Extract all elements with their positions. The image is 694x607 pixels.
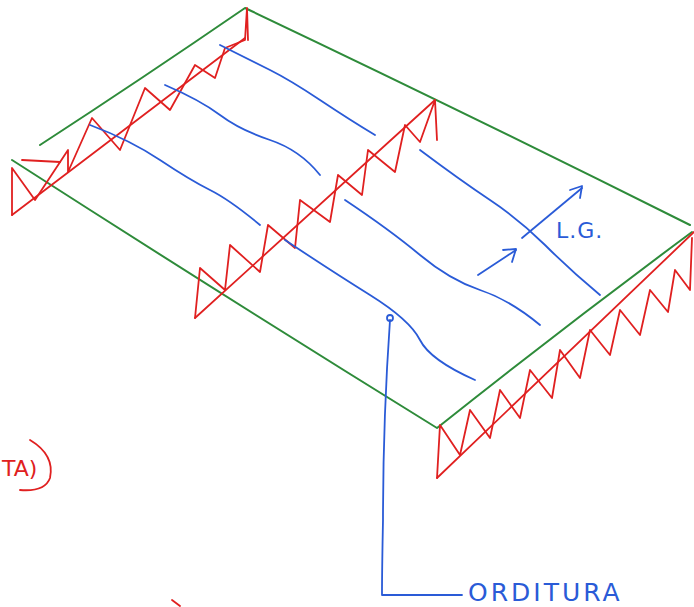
- sketch-label: L.G.: [556, 220, 603, 242]
- joists: [90, 45, 600, 595]
- slab-outline: [12, 8, 692, 428]
- beams: [12, 8, 694, 606]
- sketch-label: ORDITURA: [468, 580, 623, 605]
- sketch-label: TA): [2, 458, 37, 480]
